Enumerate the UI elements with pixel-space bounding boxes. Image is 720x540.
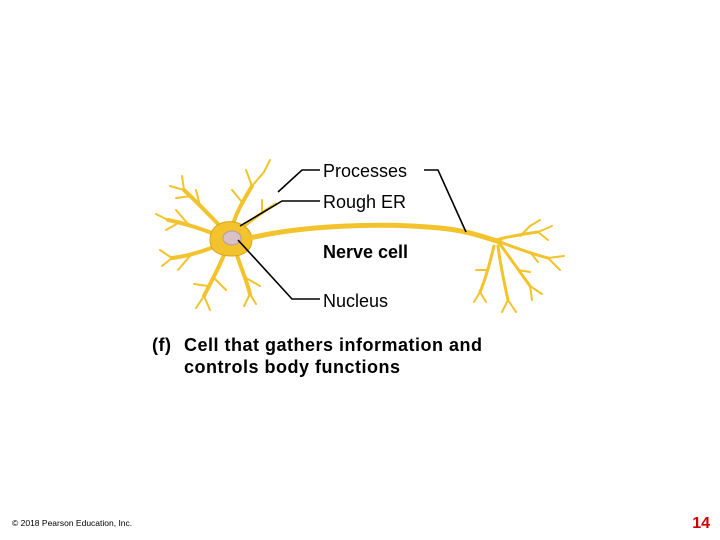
copyright-notice: © 2018 Pearson Education, Inc. bbox=[12, 518, 133, 528]
nerve-cell-label: Nerve cell bbox=[323, 242, 409, 262]
processes-label: Processes bbox=[323, 161, 408, 181]
rough-er-label: Rough ER bbox=[323, 192, 407, 212]
processes-leader-right bbox=[424, 169, 467, 233]
nucleus-leader bbox=[237, 239, 320, 300]
caption-tag: (f) bbox=[152, 335, 172, 355]
caption-line-1: (f) Cell that gathers information and bbox=[152, 334, 483, 356]
page-number: 14 bbox=[692, 515, 710, 532]
rough-er-leader bbox=[239, 200, 320, 227]
figure-caption: (f) Cell that gathers information and con… bbox=[152, 334, 483, 378]
nucleus-label: Nucleus bbox=[323, 291, 389, 311]
processes-leader bbox=[277, 169, 320, 193]
axon-terminals bbox=[473, 219, 565, 313]
neuron bbox=[155, 159, 565, 313]
caption-line-1-text: Cell that gathers information and bbox=[184, 335, 483, 355]
leader-lines bbox=[237, 169, 467, 300]
caption-line-2: controls body functions bbox=[184, 357, 401, 377]
nucleus bbox=[222, 230, 242, 246]
axon bbox=[247, 222, 503, 245]
